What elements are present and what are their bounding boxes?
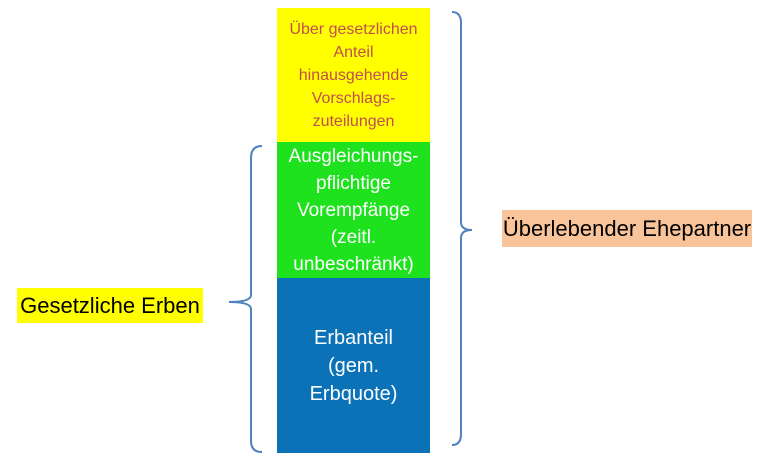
segment-text-line: Ausgleichungs- bbox=[288, 145, 419, 167]
left-brace bbox=[228, 145, 263, 453]
segment-text-line: (zeitl. bbox=[330, 226, 377, 248]
segment-text-line: Über gesetzlichen bbox=[289, 20, 418, 38]
segment-text-line: Erbanteil bbox=[314, 326, 393, 349]
segment-text-line: unbeschränkt) bbox=[293, 253, 414, 275]
segment-text-line: Erbquote) bbox=[309, 382, 398, 405]
segment-text-line: zuteilungen bbox=[312, 112, 395, 130]
segment-text-line: hinausgehende bbox=[298, 66, 409, 84]
label-gesetzliche-erben: Gesetzliche Erben bbox=[17, 288, 203, 323]
segment-text-line: pflichtige bbox=[316, 172, 391, 194]
right-brace bbox=[451, 11, 473, 446]
stacked-column: Über gesetzlichen Anteil hinausgehende V… bbox=[277, 8, 430, 453]
segment-text-line: Vorschlags- bbox=[311, 89, 396, 107]
segment-text-line: Anteil bbox=[333, 43, 374, 61]
segment-text-line: (gem. bbox=[327, 354, 380, 377]
segment-erbanteil: Erbanteil (gem. Erbquote) bbox=[277, 278, 430, 453]
segment-vorempfaenge: Ausgleichungs- pflichtige Vorempfänge (z… bbox=[277, 142, 430, 278]
segment-text-line: Vorempfänge bbox=[296, 199, 411, 221]
label-ueberlebender-ehepartner: Überlebender Ehepartner bbox=[502, 210, 752, 247]
segment-vorschlagszuteilungen: Über gesetzlichen Anteil hinausgehende V… bbox=[277, 8, 430, 142]
